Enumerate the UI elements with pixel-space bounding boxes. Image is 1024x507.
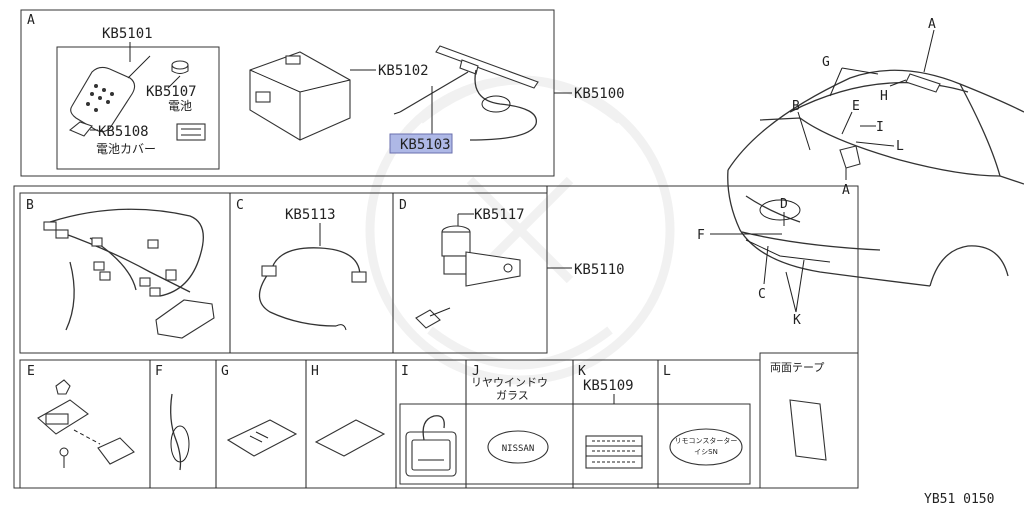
car-callout-a-bottom: A	[842, 183, 850, 198]
footer-code: YB51 0150	[924, 492, 994, 507]
cell-k-letter: K	[578, 364, 586, 379]
cable-tie	[170, 393, 190, 471]
part-kb5101: KB5101	[102, 26, 153, 42]
car-callout-g: G	[822, 55, 830, 70]
group-kb5100: KB5100	[574, 86, 625, 102]
pad-g	[226, 419, 298, 457]
cell-f-letter: F	[155, 364, 163, 379]
bottom-grid	[19, 359, 761, 489]
watermark	[365, 75, 675, 385]
badge-l-text1: リモコンスターター	[675, 436, 738, 445]
part-kb5102: KB5102	[378, 63, 429, 79]
double-sided-tape	[789, 399, 827, 461]
battery-cover	[68, 121, 93, 137]
nissan-badge	[487, 430, 549, 464]
cell-h-letter: H	[311, 364, 319, 379]
cell-j-jp2: ガラス	[496, 389, 529, 402]
hood-switch	[415, 225, 521, 329]
cell-i-letter: I	[401, 364, 409, 379]
top-grid	[19, 192, 548, 354]
part-kb5108-jp: 電池カバー	[96, 142, 156, 156]
cell-tape-label: 両面テープ	[770, 361, 824, 374]
car-callout-f: F	[697, 228, 705, 243]
cell-b-letter: B	[26, 198, 34, 213]
label-card	[176, 123, 206, 141]
label-sheet-k	[585, 435, 643, 469]
battery	[171, 60, 189, 74]
cell-g-letter: G	[221, 364, 229, 379]
tape-cell	[759, 352, 859, 489]
car-illustration	[727, 69, 1024, 287]
pad-h	[314, 419, 386, 457]
car-callout-c: C	[758, 287, 766, 302]
cell-e-letter: E	[27, 364, 35, 379]
kb5103-highlight	[389, 133, 453, 154]
badge-row	[399, 403, 751, 485]
car-callout-d: D	[780, 197, 788, 212]
car-callout-l: L	[896, 139, 904, 154]
nissan-badge-text: NISSAN	[502, 444, 535, 454]
sticker-i	[405, 415, 457, 477]
section-a-letter: A	[27, 13, 35, 28]
harness-c	[258, 247, 367, 331]
car-callout-a-top: A	[928, 17, 936, 32]
part-kb5113: KB5113	[285, 207, 336, 223]
remote-fob	[70, 55, 151, 133]
cell-j-jp1: リヤウインドウ	[471, 376, 548, 389]
part-kb5103: KB5103	[400, 137, 451, 153]
bracket-e	[37, 379, 135, 468]
remote-subbox	[56, 46, 220, 170]
car-callout-b: B	[792, 99, 800, 114]
part-kb5107-jp: 電池	[168, 99, 192, 113]
part-kb5109: KB5109	[583, 378, 634, 394]
car-callout-h: H	[880, 89, 888, 104]
car-callout-e: E	[852, 99, 860, 114]
part-kb5107: KB5107	[146, 84, 197, 100]
cell-l-letter: L	[663, 364, 671, 379]
car-callout-k: K	[793, 313, 801, 328]
part-kb5108: KB5108	[98, 124, 149, 140]
car-callout-i: I	[876, 120, 884, 135]
harness-b	[43, 208, 215, 339]
cell-c-letter: C	[236, 198, 244, 213]
cell-j-letter: J	[472, 364, 480, 379]
part-kb5117: KB5117	[474, 207, 525, 223]
badge-l-text2: イシSN	[694, 448, 718, 456]
cell-d-letter: D	[399, 198, 407, 213]
remote-starter-badge	[669, 428, 743, 466]
antenna	[393, 45, 539, 141]
control-unit	[249, 51, 351, 141]
group-kb5110: KB5110	[574, 262, 625, 278]
